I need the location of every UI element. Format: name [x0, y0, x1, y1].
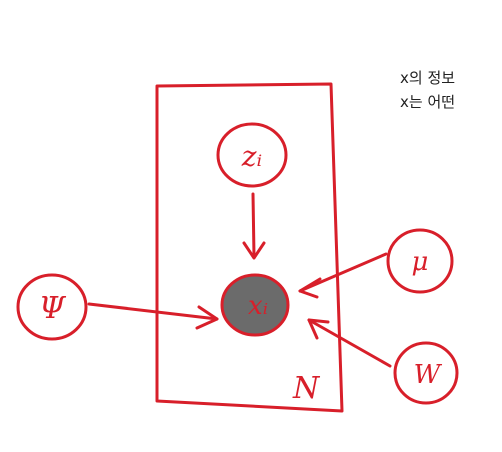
edge-z-to-x-line [251, 192, 256, 258]
node-w-circle [393, 341, 459, 405]
node-observed-x: xᵢ [220, 273, 290, 337]
edge-psi-to-x-line [87, 302, 219, 321]
node-observed-x-circle [220, 273, 290, 337]
plate-box [155, 82, 344, 413]
node-latent-z-circle [216, 122, 288, 188]
node-mu-circle [386, 228, 454, 294]
edge-psi-to-x-arrowhead [195, 305, 219, 330]
node-observed-x-label: xᵢ [248, 291, 268, 321]
note-line-2: x는 어떤 [400, 93, 456, 111]
node-psi: Ψ [16, 273, 88, 341]
edge-z-to-x [242, 192, 266, 260]
edge-psi-to-x [87, 302, 219, 330]
node-latent-z: zᵢ [216, 122, 288, 188]
node-w-label: W [414, 360, 443, 390]
edge-mu-to-x-line [298, 252, 388, 293]
plate-label: N [292, 371, 321, 406]
node-w: W [393, 341, 459, 405]
edge-w-to-x [307, 318, 392, 368]
node-mu-label: μ [412, 247, 429, 277]
node-psi-label: Ψ [39, 291, 67, 326]
node-psi-circle [16, 273, 88, 341]
edge-mu-to-x [298, 252, 388, 299]
edge-w-to-x-arrowhead [307, 318, 330, 340]
edge-z-to-x-arrowhead [242, 241, 266, 260]
node-mu: μ [386, 228, 454, 294]
edge-w-to-x-line [307, 318, 392, 368]
edge-mu-to-x-arrowhead [298, 277, 322, 299]
node-latent-z-label: zᵢ [241, 140, 262, 173]
note-line-1: x의 정보 [400, 69, 456, 87]
